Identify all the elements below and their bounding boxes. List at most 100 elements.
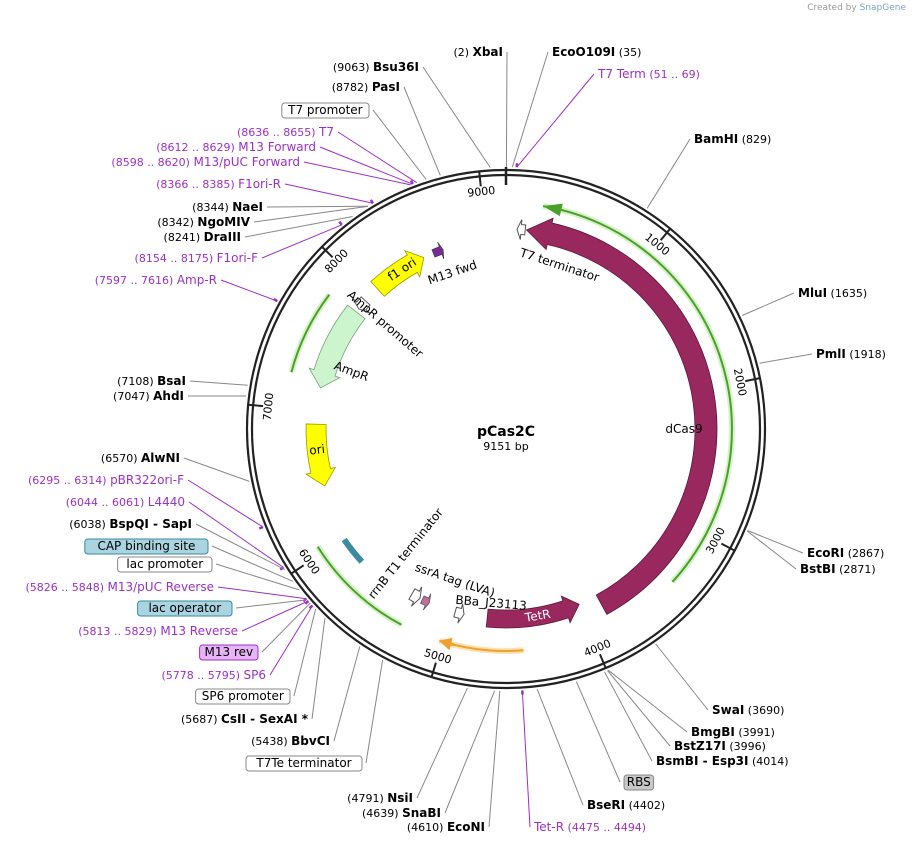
site-label-sp6[interactable]: (5778 .. 5795) SP6 [161, 668, 266, 682]
site-label-xbai[interactable]: (2) XbaI [454, 45, 503, 59]
label-text: (8636 .. 8655) T7 [237, 125, 334, 139]
site-label-m13-reverse[interactable]: (5813 .. 5829) M13 Reverse [78, 624, 238, 638]
leader-46 [422, 66, 491, 168]
label-text: Tet-R (4475 .. 4494) [533, 820, 646, 834]
ori-strand-line [316, 546, 402, 626]
site-label-pasi[interactable]: (8782) PasI [332, 80, 400, 94]
tick-mark-2000 [745, 377, 761, 383]
leader-22 [269, 605, 313, 676]
label-text: (8154 .. 8175) F1ori-F [135, 251, 259, 265]
site-label-pbr322ori-f[interactable]: (6295 .. 6314) pBR322ori-F [28, 473, 184, 487]
plasmid-name: pCas2C [477, 424, 535, 440]
site-label-bstbi[interactable]: BstBI (2871) [800, 562, 876, 576]
center-title: pCas2C 9151 bp [477, 424, 535, 453]
label-text: (8342) NgoMIV [157, 215, 250, 229]
site-label-bstz17i[interactable]: BstZ17I (3996) [674, 739, 766, 753]
site-label-t7te-terminator[interactable]: T7Te terminator [245, 755, 363, 772]
feature-label-ampr: AmpR [332, 358, 370, 384]
site-label-bspqi-sapi[interactable]: (6038) BspQI - SapI [69, 517, 192, 531]
site-label-f1ori-r[interactable]: (8366 .. 8385) F1ori-R [156, 177, 281, 191]
label-text: (5438) BbvCI [251, 734, 330, 748]
label-text: T7 Term (51 .. 69) [597, 67, 700, 81]
leader-36 [261, 224, 343, 259]
site-label-bsai[interactable]: (7108) BsaI [117, 374, 186, 388]
label-text: (9063) Bsu36I [333, 60, 419, 74]
leader-0 [505, 51, 508, 168]
site-label-snabi[interactable]: (4639) SnaBI [362, 806, 441, 820]
label-text: (4639) SnaBI [362, 806, 441, 820]
leader-2 [516, 73, 595, 168]
site-label-swai[interactable]: SwaI (3690) [712, 703, 784, 717]
label-text: (8782) PasI [332, 80, 400, 94]
leader-13 [536, 688, 584, 806]
site-label-bamhi[interactable]: BamHI (829) [694, 132, 771, 146]
leader-14 [521, 690, 531, 828]
ampr-promoter-glyph [352, 296, 371, 314]
site-label-ngomiv[interactable]: (8342) NgoMIV [157, 215, 250, 229]
leader-42 [319, 146, 413, 185]
leader-43 [337, 131, 418, 184]
site-label-bseri[interactable]: BseRI (4402) [587, 798, 665, 812]
feature-arcs [258, 163, 735, 695]
feature-label-rrnb: rrnB T1 terminator [365, 506, 446, 602]
tick-label-9000: 9000 [467, 184, 496, 200]
leader-41 [303, 161, 411, 186]
label-text: SP6 promoter [202, 689, 284, 703]
site-label-rbs[interactable]: RBS [623, 774, 655, 791]
label-text: PmlI (1918) [816, 347, 886, 361]
site-label-bmgbi[interactable]: BmgBI (3991) [691, 725, 775, 739]
site-label-mlui[interactable]: MluI (1635) [798, 286, 867, 300]
site-label-lac-operator[interactable]: lac operator [137, 600, 233, 617]
site-label-bsu36i[interactable]: (9063) Bsu36I [333, 60, 419, 74]
tick-mark-3000 [720, 542, 736, 552]
leader-19 [333, 646, 361, 742]
site-label-alwni[interactable]: (6570) AlwNI [101, 451, 180, 465]
site-label-econi[interactable]: (4610) EcoNI [407, 820, 485, 834]
label-text: (5687) CsII - SexAI * [181, 712, 309, 726]
site-label-m13-puc-reverse[interactable]: (5826 .. 5848) M13/pUC Reverse [25, 580, 214, 594]
label-text: (5813 .. 5829) M13 Reverse [78, 624, 238, 638]
label-text: lac operator [148, 601, 221, 615]
label-text: T7Te terminator [255, 756, 351, 770]
site-label-bsmbi-esp3i[interactable]: BsmBI - Esp3I (4014) [656, 754, 789, 768]
leader-20 [311, 618, 326, 720]
ampr-strand-line [290, 293, 331, 373]
site-label-naei[interactable]: (8344) NaeI [192, 200, 263, 214]
site-label-m13-rev[interactable]: M13 rev [199, 644, 259, 661]
site-label-lac-promoter[interactable]: lac promoter [117, 556, 213, 573]
site-label-cap-binding-site[interactable]: CAP binding site [84, 538, 209, 555]
label-text: EcoRI (2867) [807, 546, 884, 560]
label-text: MluI (1635) [798, 286, 867, 300]
primer-mark-pbr [258, 525, 264, 530]
site-label-l4440[interactable]: (6044 .. 6061) L4440 [66, 495, 185, 509]
site-label-sp6-promoter[interactable]: SP6 promoter [195, 688, 291, 705]
feature-label-ssra: ssrA tag (LVA) [413, 560, 496, 600]
site-label-t7-promoter[interactable]: T7 promoter [281, 102, 370, 119]
dcas9-strand-arrow [543, 203, 563, 217]
leader-17 [416, 687, 468, 799]
site-label-draiii[interactable]: (8241) DraIII [164, 230, 241, 244]
site-label-amp-r[interactable]: (7597 .. 7616) Amp-R [95, 273, 217, 287]
ampr-arrow [308, 304, 366, 389]
site-label-pmli[interactable]: PmlI (1918) [816, 347, 886, 361]
site-label-ahdi[interactable]: (7047) AhdI [113, 389, 184, 403]
label-text: (6570) AlwNI [101, 451, 180, 465]
feature-label-ori: ori [309, 442, 326, 458]
site-label-m13-forward[interactable]: (8612 .. 8629) M13 Forward [156, 140, 316, 154]
label-text: EcoO109I (35) [552, 45, 641, 59]
site-label-f1ori-f[interactable]: (8154 .. 8175) F1ori-F [135, 251, 259, 265]
site-label-ecori[interactable]: EcoRI (2867) [807, 546, 884, 560]
site-labels: (2) XbaI EcoO109I (35) T7 Term (51 .. 69) B… [25, 45, 886, 834]
leader-28 [211, 545, 294, 582]
site-label-t7[interactable]: (8636 .. 8655) T7 [237, 125, 334, 139]
site-label-ecoo109i[interactable]: EcoO109I (35) [552, 45, 641, 59]
site-label-csii-sexai-[interactable]: (5687) CsII - SexAI * [181, 712, 309, 726]
site-label-t7-term[interactable]: T7 Term (51 .. 69) [597, 67, 700, 81]
site-label-bbvci[interactable]: (5438) BbvCI [251, 734, 330, 748]
site-label-nsii[interactable]: (4791) NsiI [347, 791, 413, 805]
leader-21 [293, 608, 317, 697]
site-label-tet-r[interactable]: Tet-R (4475 .. 4494) [533, 820, 646, 834]
leader-10 [607, 670, 671, 747]
leader-1 [511, 51, 549, 168]
site-label-m13-puc-forward[interactable]: (8598 .. 8620) M13/pUC Forward [111, 155, 300, 169]
